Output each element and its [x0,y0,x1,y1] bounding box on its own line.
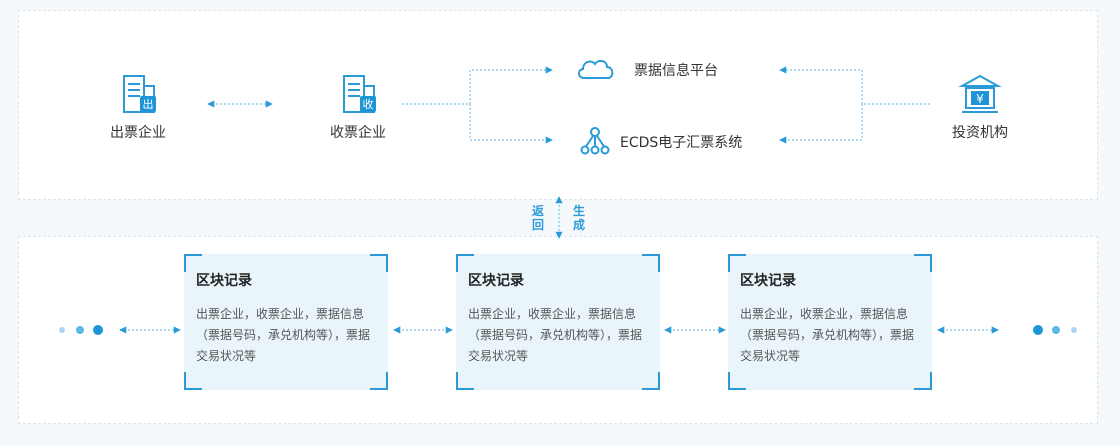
receiver-label: 收票企业 [330,125,386,141]
issuer-label: 出票企业 [110,125,166,141]
node-investor: ¥ 投资机构 [938,72,1022,142]
block-record-1: 区块记录 出票企业，收票企业，票据信息（票据号码，承兑机构等），票据交易状况等 [184,254,388,390]
generate-label: 生成 [572,204,585,232]
block-title: 区块记录 [468,273,524,289]
node-issuer: 出 出票企业 [96,72,180,142]
block-desc: 出票企业，收票企业，票据信息（票据号码，承兑机构等），票据交易状况等 [196,307,371,363]
ecds-label: ECDS电子汇票系统 [620,135,743,151]
building-icon: 出 [123,75,156,113]
bank-icon: ¥ [958,74,1002,113]
receiver-badge: 收 [363,97,374,111]
block-title: 区块记录 [196,273,252,289]
info-platform-label: 票据信息平台 [634,63,718,79]
block-title: 区块记录 [740,273,796,289]
network-icon [580,127,610,155]
cloud-icon [578,59,614,79]
investor-symbol: ¥ [976,92,984,106]
top-panel [18,10,1098,200]
block-record-2: 区块记录 出票企业，收票企业，票据信息（票据号码，承兑机构等），票据交易状况等 [456,254,660,390]
block-desc: 出票企业，收票企业，票据信息（票据号码，承兑机构等），票据交易状况等 [468,307,643,363]
node-receiver: 收 收票企业 [316,72,400,142]
block-desc: 出票企业，收票企业，票据信息（票据号码，承兑机构等），票据交易状况等 [740,307,915,363]
issuer-badge: 出 [143,97,154,111]
return-label: 返回 [531,204,544,232]
investor-label: 投资机构 [952,125,1008,141]
building-icon: 收 [343,75,376,113]
block-record-3: 区块记录 出票企业，收票企业，票据信息（票据号码，承兑机构等），票据交易状况等 [728,254,932,390]
